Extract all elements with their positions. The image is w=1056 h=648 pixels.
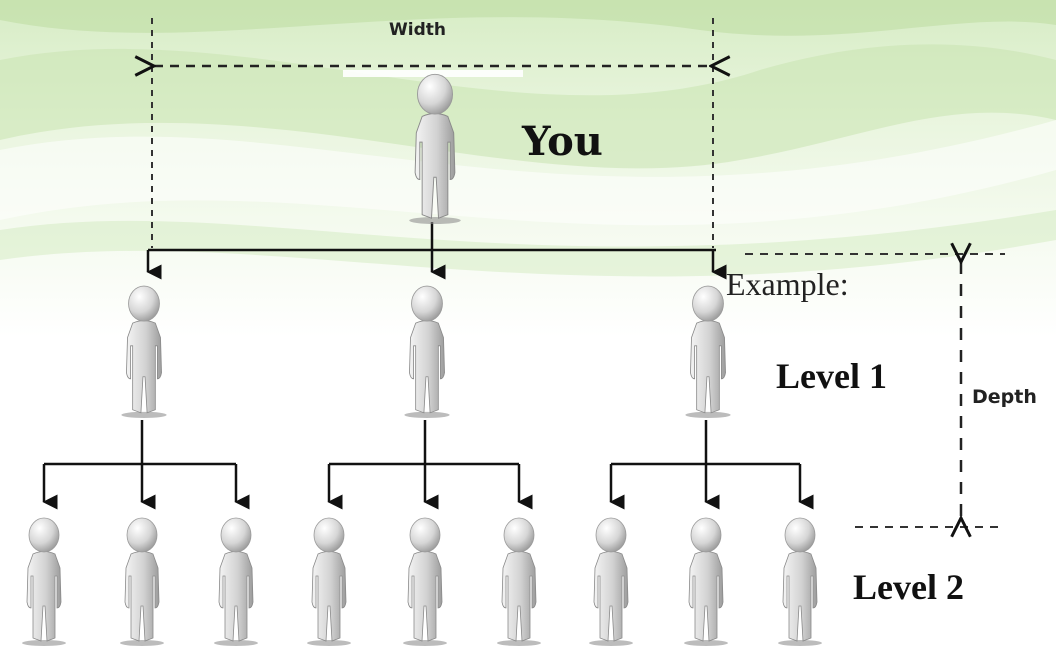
depth-label: Depth [972,386,1037,408]
person-figure-icon [408,73,462,224]
level-2-label: Level 2 [853,567,964,607]
depth-measure [745,254,1005,527]
person-figure-icon [119,517,165,647]
width-label: Width [389,20,446,40]
person-figure-icon [120,285,168,418]
person-figure-icon [496,517,542,647]
person-figure-icon [684,285,732,418]
person-figure-icon [588,517,634,647]
example-label: Example: [726,266,849,302]
person-figure-icon [683,517,729,647]
person-figure-icon [402,517,448,647]
width-measure [152,18,713,248]
person-figure-icon [777,517,823,647]
person-figure-icon [213,517,259,647]
level-1-label: Level 1 [776,356,887,396]
person-figure-icon [403,285,451,418]
connectors-level1 [42,420,814,510]
person-figure-icon [306,517,352,647]
person-figure-icon [21,517,67,647]
you-label: You [522,118,603,165]
connectors-root [146,222,727,280]
